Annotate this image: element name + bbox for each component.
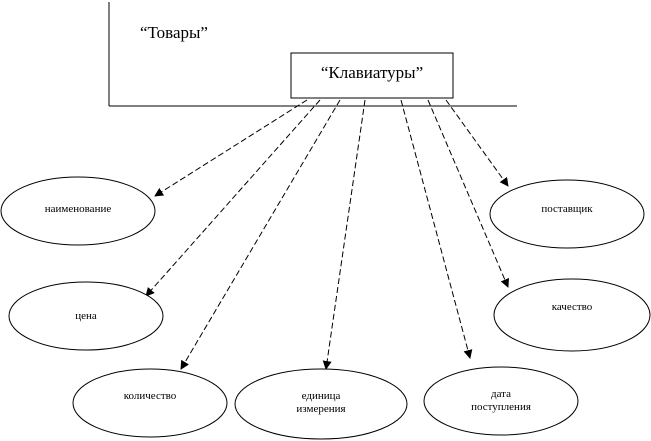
arrow-to-kolichestvo [180, 99, 341, 370]
attribute-label-naimenovanie: наименование [44, 203, 112, 215]
arrow-to-postavshchik [445, 99, 509, 187]
attribute-label-tsena: цена [75, 310, 97, 322]
attribute-ellipse-kolichestvo [72, 368, 228, 438]
attribute-label-kolichestvo: количество [123, 390, 177, 402]
attribute-ellipse-postavshchik [489, 179, 645, 249]
arrow-to-edinitsa-izmereniya [322, 99, 366, 370]
arrow-to-kachestvo [427, 99, 509, 288]
attribute-ellipse-kachestvo [493, 278, 651, 352]
main-node-box [290, 52, 454, 99]
arrow-to-tsena [145, 99, 321, 297]
category-label: “Товары” [140, 23, 208, 42]
attribute-ellipse-data-postupleniya [423, 366, 579, 436]
main-node-label: “Клавиатуры” [320, 63, 424, 82]
attribute-label-data-postupleniya: дата поступления [471, 388, 531, 413]
attribute-ellipse-edinitsa-izmereniya [234, 368, 408, 440]
arrow-to-naimenovanie [154, 99, 308, 197]
attribute-ellipse-naimenovanie [0, 176, 156, 246]
attribute-label-edinitsa-izmereniya: единица измерения [296, 390, 346, 415]
attribute-ellipse-tsena [8, 281, 164, 351]
attribute-label-postavshchik: поставщик [541, 203, 593, 215]
arrow-to-data-postupleniya [400, 99, 473, 359]
attribute-label-kachestvo: качество [551, 301, 593, 313]
